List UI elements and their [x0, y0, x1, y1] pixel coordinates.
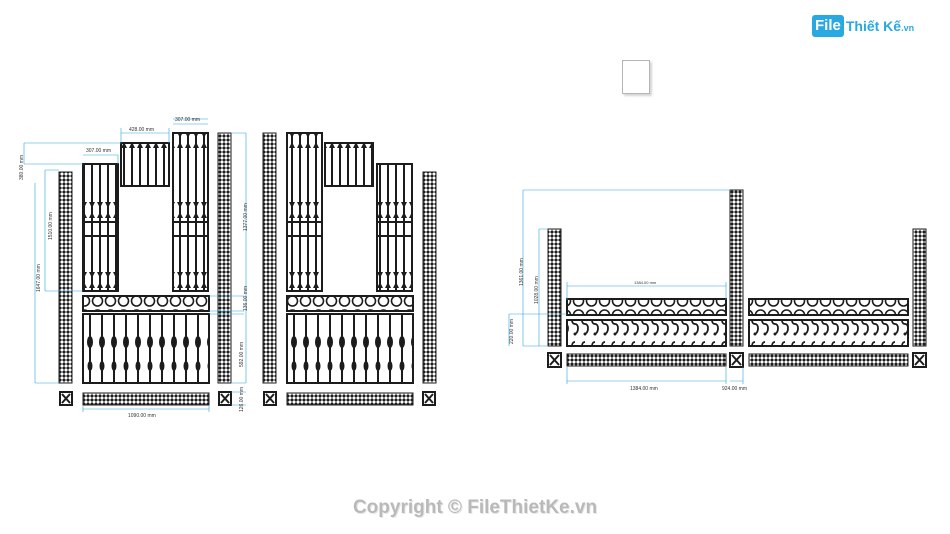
- copyright-watermark: Copyright © FileThietKe.vn: [352, 497, 598, 518]
- post-cap-cross: [731, 354, 742, 366]
- dimension-label: 1361.00 mm: [519, 258, 525, 286]
- post-cap: [218, 391, 232, 406]
- lattice-post: [262, 132, 277, 384]
- panel-band: [82, 221, 119, 237]
- lattice-bar: [82, 392, 210, 406]
- baluster-panel: [286, 313, 414, 384]
- post-cap: [59, 391, 73, 406]
- post-cap: [729, 352, 744, 368]
- post-cap: [912, 352, 927, 368]
- lattice-bar: [286, 392, 414, 406]
- post-cap-cross: [220, 393, 230, 404]
- post-cap: [547, 352, 562, 368]
- lattice-post: [547, 228, 562, 347]
- dimension-label: 1384.00 mm: [634, 280, 657, 285]
- logo-name: Thiết Kế: [845, 18, 902, 34]
- dimension-lines-right: [508, 189, 744, 384]
- dimension-label: 1510.00 mm: [48, 212, 54, 240]
- dimension-label: 307.00 mm: [175, 117, 200, 123]
- ring-band: [82, 295, 210, 312]
- post-cap-cross: [914, 354, 925, 366]
- dimension-label: 126.00 mm: [239, 387, 245, 412]
- ring-band: [748, 298, 909, 316]
- lattice-bar: [748, 353, 909, 367]
- lattice-post: [58, 171, 73, 384]
- post-cap-cross: [61, 393, 71, 404]
- lattice-bar: [566, 353, 727, 367]
- dimension-label: 380.00 mm: [19, 155, 25, 180]
- logo-badge: File: [812, 15, 844, 37]
- post-cap-cross: [424, 393, 434, 404]
- lattice-post: [912, 228, 927, 347]
- lattice-post: [217, 132, 232, 384]
- lattice-post: [729, 189, 744, 347]
- scroll-panel: [748, 319, 909, 347]
- logo-tld: .vn: [901, 23, 915, 33]
- dimension-label: 136.00 mm: [243, 286, 249, 311]
- post-cap: [422, 391, 436, 406]
- spear-panel: [172, 132, 209, 292]
- dimension-label: 307.00 mm: [86, 148, 111, 154]
- dimension-label: 1384.00 mm: [630, 386, 658, 392]
- spear-panel: [82, 163, 119, 292]
- lattice-post: [422, 171, 437, 384]
- post-cap: [263, 391, 277, 406]
- spear-panel: [286, 132, 323, 292]
- dimension-label: 428.00 mm: [129, 127, 154, 133]
- filethietke-logo: File Thiết Kế.vn: [812, 12, 927, 40]
- right-fence-drawing: 1361.00 mm 1028.00 mm 220.00 mm 1384.00 …: [508, 189, 927, 392]
- dimension-label: 1028.00 mm: [534, 276, 540, 304]
- dimension-label: 220.00 mm: [509, 319, 515, 344]
- spear-panel: [120, 142, 170, 187]
- dimension-label: 592.00 mm: [239, 342, 245, 367]
- dimension-label: 1377.00 mm: [243, 203, 249, 231]
- dimension-label: 924.00 mm: [722, 386, 747, 392]
- ring-band: [566, 298, 727, 316]
- post-cap-cross: [265, 393, 275, 404]
- ring-band: [286, 295, 414, 312]
- logo-text: Thiết Kế.vn: [846, 18, 914, 34]
- scroll-panel: [566, 319, 727, 347]
- blank-document-icon[interactable]: [622, 60, 650, 94]
- dimension-label: 1090.00 mm: [128, 413, 156, 419]
- baluster-panel: [82, 313, 210, 384]
- dimension-lines-left: [23, 118, 247, 412]
- panel-band: [286, 221, 323, 237]
- panel-band: [172, 221, 209, 237]
- dimension-label: 1647.00 mm: [36, 264, 42, 292]
- spear-panel: [376, 163, 413, 292]
- spear-panel: [324, 142, 374, 187]
- left-gate-drawing: 428.00 mm 307.00 mm 307.00 mm 380.00 mm …: [19, 117, 437, 419]
- panel-band: [376, 221, 413, 237]
- post-cap-cross: [549, 354, 560, 366]
